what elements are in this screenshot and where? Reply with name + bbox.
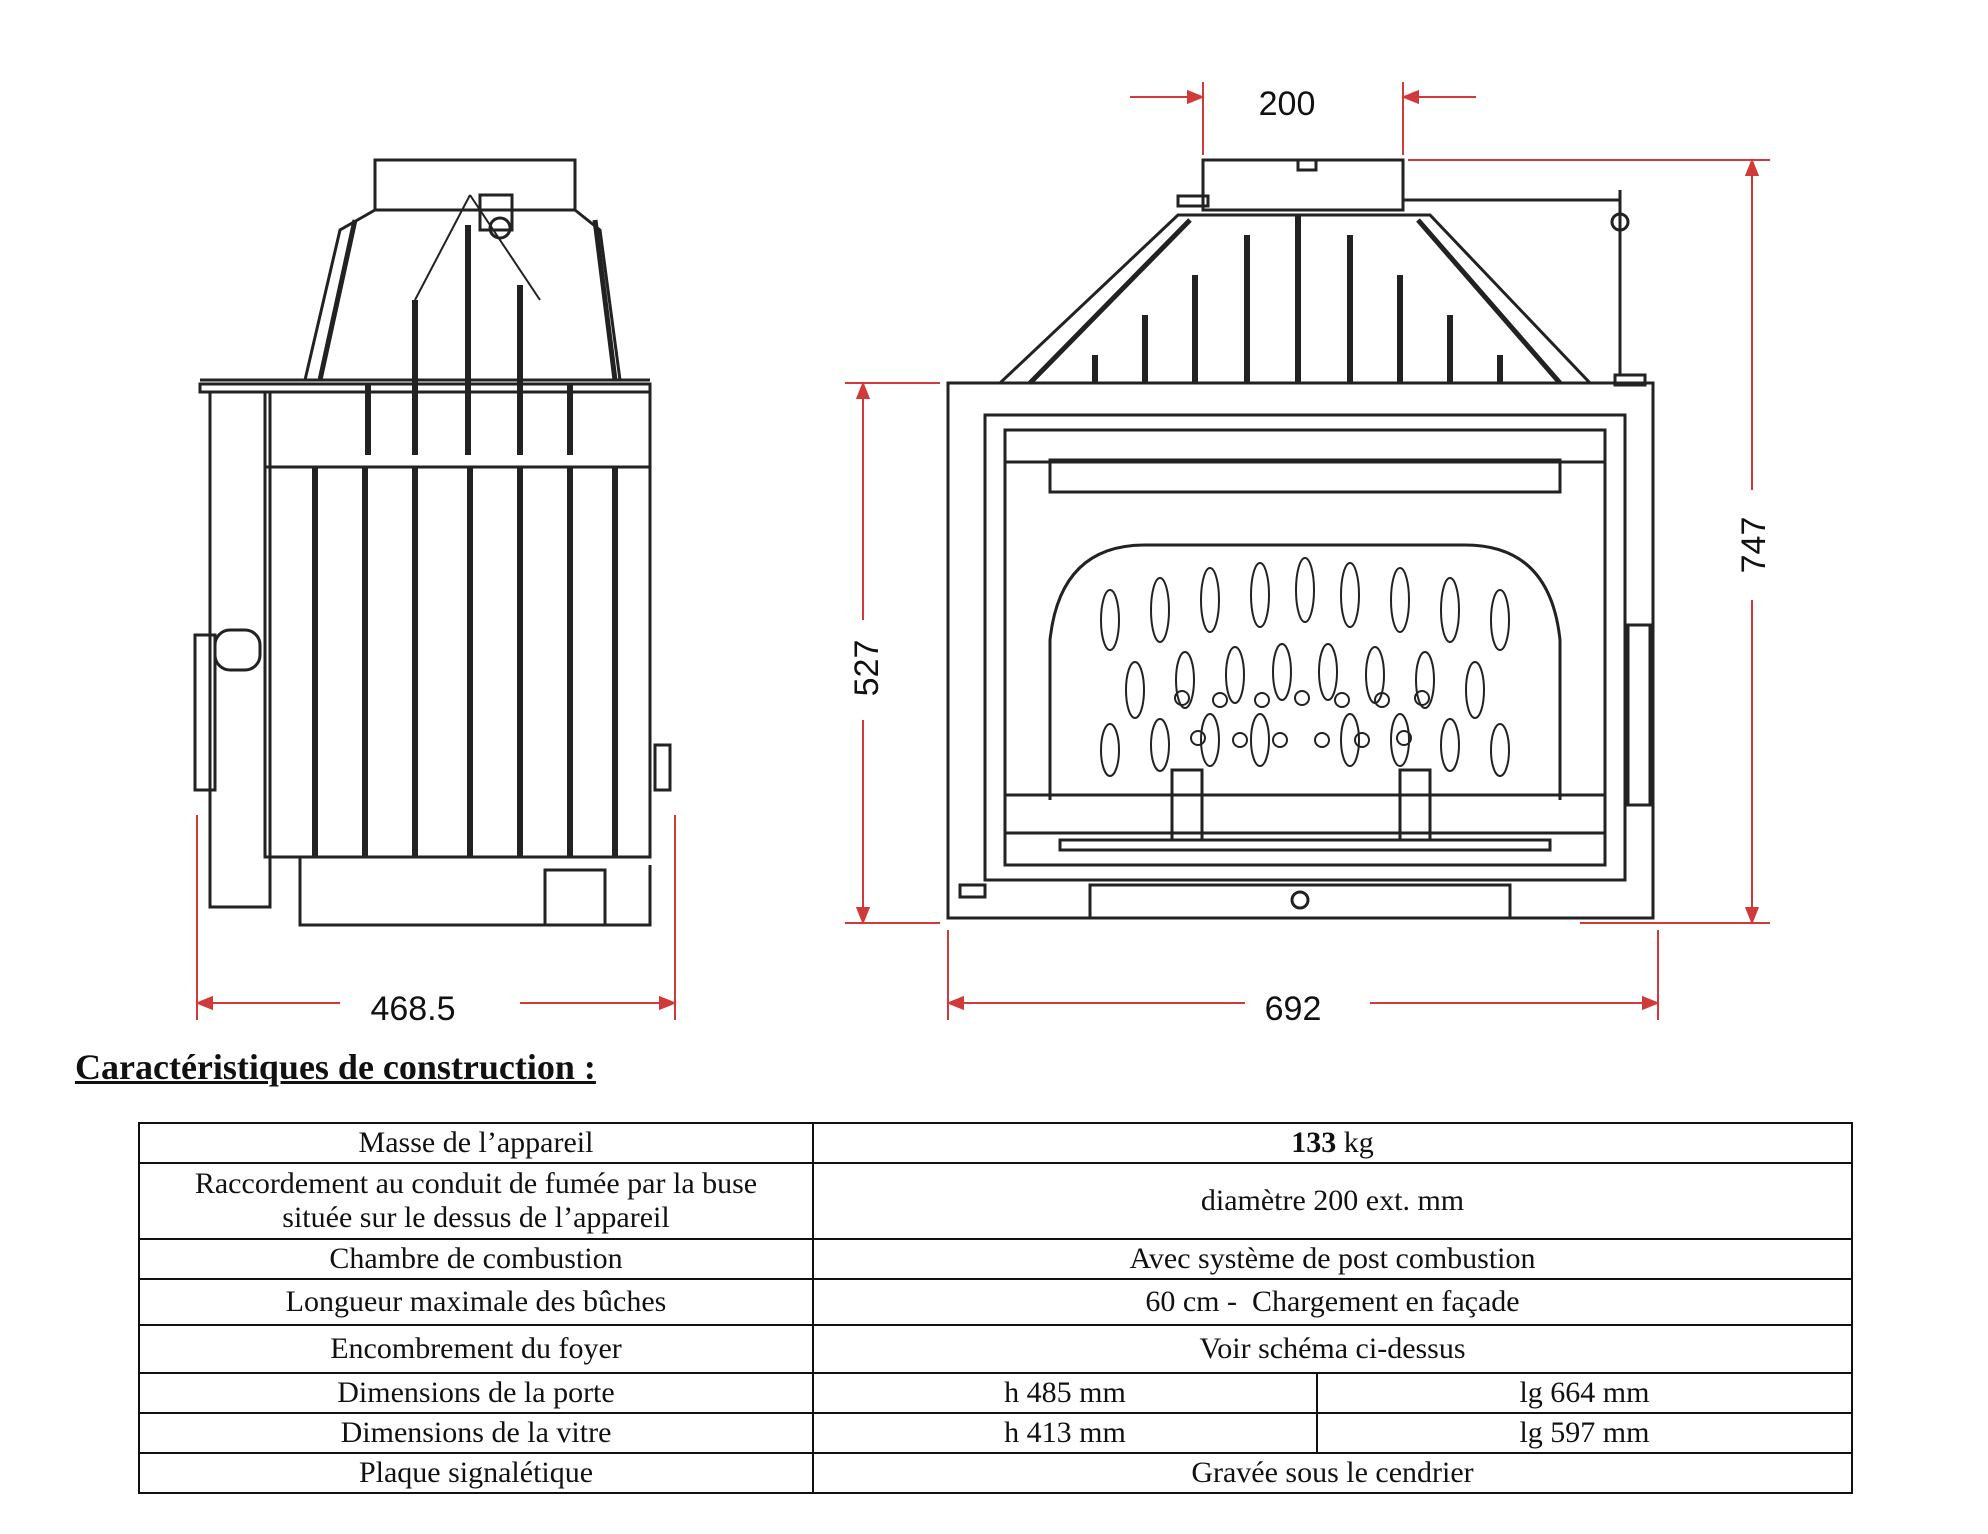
dim-flue-diameter: 200 — [1259, 85, 1316, 123]
table-row: Chambre de combustion Avec système de po… — [138, 1238, 1853, 1280]
side-view-drawing — [193, 158, 672, 927]
front-view-drawing — [946, 158, 1655, 920]
table-row: Raccordement au conduit de fumée par la … — [138, 1162, 1853, 1240]
dim-front-height: 527 — [848, 640, 886, 697]
glass-height: h 413 mm — [812, 1412, 1318, 1454]
table-row: Longueur maximale des bûches 60 cm - Cha… — [138, 1278, 1853, 1326]
spec-value: Avec système de post combustion — [812, 1238, 1853, 1280]
spec-value: Gravée sous le cendrier — [812, 1452, 1853, 1494]
front-view-top-rods — [1092, 215, 1503, 383]
spec-label: Chambre de combustion — [138, 1238, 814, 1280]
specs-table: Masse de l’appareil 133 kg Raccordement … — [138, 1122, 1854, 1494]
technical-drawing: 468.5 692 200 527 747 — [193, 82, 1773, 1028]
spec-label: Masse de l’appareil — [138, 1122, 814, 1164]
door-height: h 485 mm — [812, 1372, 1318, 1414]
flue-label-line1: Raccordement au conduit de fumée par la … — [194, 1167, 758, 1200]
mass-value: 133 — [1291, 1126, 1337, 1159]
dimension-lines — [195, 82, 1770, 1020]
table-row: Masse de l’appareil 133 kg — [138, 1122, 1853, 1164]
section-title: Caractéristiques de construction : — [75, 1047, 596, 1087]
dim-side-depth: 468.5 — [370, 990, 455, 1028]
table-row: Dimensions de la vitre h 413 mm lg 597 m… — [138, 1412, 1854, 1454]
spec-value: 133 kg — [812, 1122, 1853, 1164]
door-width: lg 664 mm — [1315, 1372, 1854, 1414]
table-row: Dimensions de la porte h 485 mm lg 664 m… — [138, 1372, 1854, 1414]
fireback-pattern — [1100, 557, 1510, 777]
spec-label: Raccordement au conduit de fumée par la … — [138, 1162, 814, 1240]
table-row: Encombrement du foyer Voir schéma ci-des… — [138, 1324, 1853, 1374]
spec-label: Dimensions de la vitre — [138, 1412, 814, 1454]
side-view-vertical-rods — [312, 225, 618, 857]
glass-width: lg 597 mm — [1315, 1412, 1854, 1454]
spec-label: Dimensions de la porte — [138, 1372, 814, 1414]
spec-value: Voir schéma ci-dessus — [812, 1324, 1853, 1374]
mass-unit: kg — [1336, 1126, 1374, 1159]
dim-front-width: 692 — [1265, 990, 1322, 1028]
table-row: Plaque signalétique Gravée sous le cendr… — [138, 1452, 1853, 1494]
flue-label-line2: située sur le dessus de l’appareil — [282, 1201, 670, 1234]
spec-label: Longueur maximale des bûches — [138, 1278, 814, 1326]
dim-total-height: 747 — [1735, 517, 1773, 574]
spec-value: 60 cm - Chargement en façade — [812, 1278, 1853, 1326]
spec-label: Encombrement du foyer — [138, 1324, 814, 1374]
spec-value: diamètre 200 ext. mm — [812, 1162, 1853, 1240]
spec-label: Plaque signalétique — [138, 1452, 814, 1494]
